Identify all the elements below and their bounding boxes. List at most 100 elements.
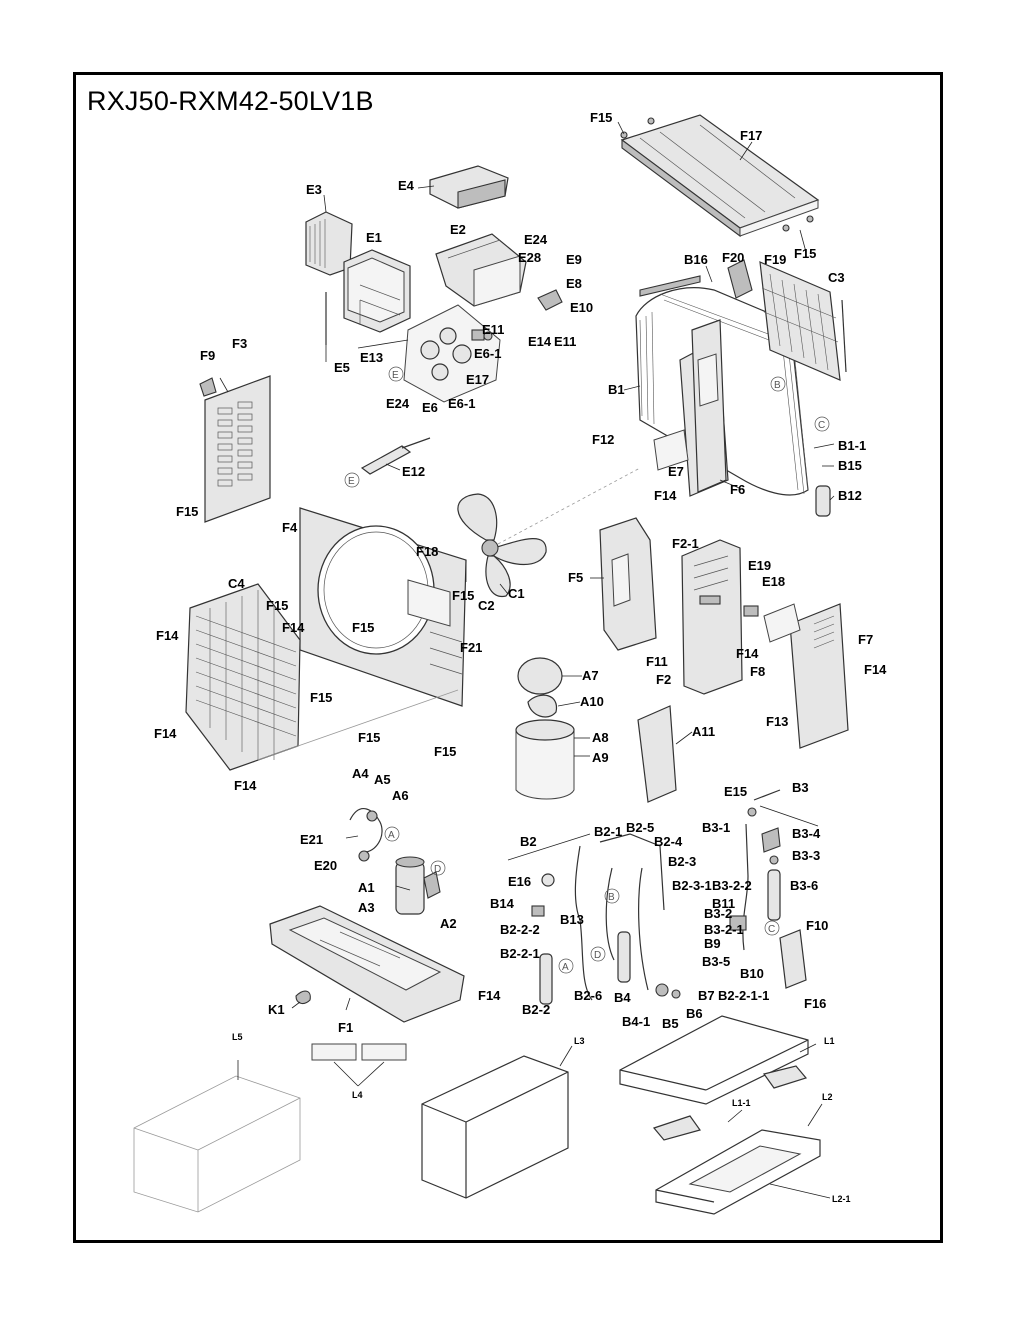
label-a2: A2 xyxy=(440,916,457,931)
label-a1: A1 xyxy=(358,880,375,895)
label-e6: E6 xyxy=(422,400,438,415)
label-f11: F11 xyxy=(646,654,668,669)
part-e1-box xyxy=(325,249,411,345)
part-f7 xyxy=(763,603,849,749)
label-e19: E19 xyxy=(748,558,771,573)
packaging-l1 xyxy=(619,1015,809,1141)
label-b3: B3 xyxy=(792,780,809,795)
label-f19: F19 xyxy=(764,252,786,267)
label-b2-6: B2-6 xyxy=(574,988,602,1003)
packaging-l4 xyxy=(311,1043,407,1061)
label-f14: F14 xyxy=(654,488,677,503)
part-e12 xyxy=(360,437,431,475)
label-e9: E9 xyxy=(566,252,582,267)
label-e5: E5 xyxy=(334,360,350,375)
label-f9: F9 xyxy=(200,348,215,363)
label-c1: C1 xyxy=(508,586,525,601)
marker-a-2: A xyxy=(562,962,569,973)
label-l1: L1 xyxy=(824,1036,835,1046)
label-f17: F17 xyxy=(740,128,762,143)
label-b16: B16 xyxy=(684,252,708,267)
label-f8: F8 xyxy=(750,664,765,679)
label-f15: F15 xyxy=(176,504,198,519)
label-f14: F14 xyxy=(478,988,501,1003)
label-a7: A7 xyxy=(582,668,599,683)
label-b2-3-1: B2-3-1 xyxy=(672,878,712,893)
label-e2: E2 xyxy=(450,222,466,237)
pcb-board xyxy=(403,304,501,403)
label-b12: B12 xyxy=(838,488,862,503)
label-f14: F14 xyxy=(234,778,257,793)
label-e11: E11 xyxy=(554,334,576,349)
label-a3: A3 xyxy=(358,900,375,915)
label-e13: E13 xyxy=(360,350,383,365)
marker-e: E xyxy=(392,370,399,381)
label-e12: E12 xyxy=(402,464,425,479)
label-b9: B9 xyxy=(704,936,721,951)
label-f1: F1 xyxy=(338,1020,353,1035)
label-f6: F6 xyxy=(730,482,745,497)
label-l1-1: L1-1 xyxy=(732,1098,751,1108)
label-b1-1: B1-1 xyxy=(838,438,866,453)
part-f5 xyxy=(599,517,657,651)
marker-e-2: E xyxy=(348,476,355,487)
label-c2: C2 xyxy=(478,598,495,613)
label-e7: E7 xyxy=(668,464,684,479)
leader-lines xyxy=(219,121,835,1199)
label-f2: F2 xyxy=(656,672,671,687)
part-f6 xyxy=(691,319,727,493)
label-a11: A11 xyxy=(692,724,715,739)
label-a9: A9 xyxy=(592,750,609,765)
label-f10: F10 xyxy=(806,918,828,933)
part-labels: F15 F17 F15 E3 E4 E1 E2 E24 E28 E9 E8 E1… xyxy=(154,110,887,1204)
label-e17: E17 xyxy=(466,372,489,387)
label-c4: C4 xyxy=(228,576,245,591)
marker-c-2: C xyxy=(768,924,775,935)
label-c3: C3 xyxy=(828,270,845,285)
marker-a: A xyxy=(388,830,395,841)
diagram-title: RXJ50-RXM42-50LV1B xyxy=(87,86,374,116)
label-k1: K1 xyxy=(268,1002,285,1017)
marker-b: B xyxy=(774,380,781,391)
label-a6: A6 xyxy=(392,788,409,803)
top-panel-f17 xyxy=(620,114,820,238)
label-f2-1: F2-1 xyxy=(672,536,699,551)
label-b7: B7 xyxy=(698,988,715,1003)
part-a1-compressor xyxy=(349,808,441,915)
label-b10: B10 xyxy=(740,966,764,981)
label-b2-4: B2-4 xyxy=(654,834,683,849)
label-b4: B4 xyxy=(614,990,631,1005)
label-l2-1: L2-1 xyxy=(832,1194,851,1204)
diagram-frame xyxy=(73,72,943,1243)
piping-b3 xyxy=(729,789,819,989)
marker-b-2: B xyxy=(608,892,615,903)
packaging-l2 xyxy=(655,1129,821,1215)
part-c1-fan xyxy=(457,467,641,598)
label-b2-2-1: B2-2-1 xyxy=(500,946,540,961)
label-f7: F7 xyxy=(858,632,873,647)
label-f15: F15 xyxy=(352,620,374,635)
label-f18: F18 xyxy=(416,544,438,559)
label-b4-1: B4-1 xyxy=(622,1014,650,1029)
part-e2 xyxy=(435,233,563,311)
label-f14: F14 xyxy=(282,620,305,635)
label-f14: F14 xyxy=(736,646,759,661)
label-b15: B15 xyxy=(838,458,862,473)
part-e4 xyxy=(429,165,509,209)
label-e24: E24 xyxy=(524,232,548,247)
label-e11: E11 xyxy=(482,322,504,337)
part-f1-base xyxy=(269,905,465,1023)
label-b2-2-1-1: B2-2-1-1 xyxy=(718,988,769,1003)
label-f15: F15 xyxy=(358,730,380,745)
label-f3: F3 xyxy=(232,336,247,351)
label-f15: F15 xyxy=(434,744,456,759)
label-e28: E28 xyxy=(518,250,541,265)
label-a8: A8 xyxy=(592,730,609,745)
label-e15: E15 xyxy=(724,784,747,799)
label-b3-2-2: B3-2-2 xyxy=(712,878,752,893)
marker-d-2: D xyxy=(594,950,601,961)
label-e4: E4 xyxy=(398,178,415,193)
label-l4: L4 xyxy=(352,1090,363,1100)
label-f12: F12 xyxy=(592,432,614,447)
